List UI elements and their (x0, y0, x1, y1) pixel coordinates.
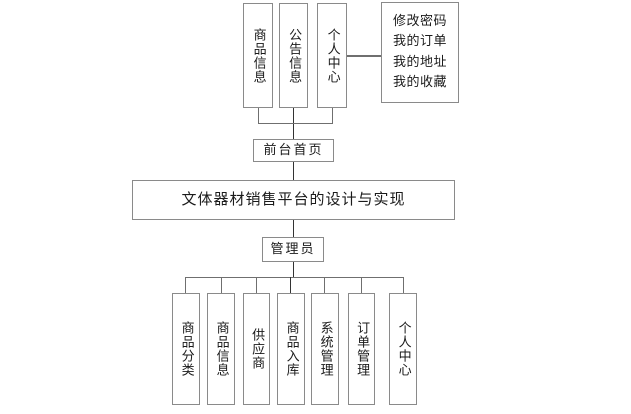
node-label: 前台首页 (263, 142, 324, 158)
connector-title-to-admin (293, 220, 294, 237)
node-front-personal-center[interactable]: 个人中心 (317, 3, 347, 108)
node-admin-system-management[interactable]: 系统管理 (311, 293, 339, 405)
node-label: 商品信息 (213, 321, 229, 377)
connector-stub-admin-child-6 (361, 277, 362, 293)
connector-admin-to-bus (293, 262, 294, 278)
node-front-goods-info[interactable]: 商品信息 (243, 3, 273, 108)
connector-bus-admin-children (185, 277, 403, 278)
node-admin-goods-category[interactable]: 商品分类 (172, 293, 200, 405)
node-label: 供应商 (249, 328, 265, 370)
connector-front-home-to-title (293, 162, 294, 180)
node-label: 修改密码 我的订单 我的地址 我的收藏 (392, 14, 447, 90)
node-label: 公告信息 (286, 27, 302, 84)
node-admin-order-management[interactable]: 订单管理 (348, 293, 375, 405)
node-label: 文体器材销售平台的设计与实现 (181, 190, 406, 209)
connector-stub-admin-child-2 (221, 277, 222, 293)
node-label: 个人中心 (395, 321, 411, 377)
node-label: 商品信息 (250, 27, 266, 84)
node-front-home[interactable]: 前台首页 (253, 139, 334, 162)
node-label: 商品入库 (283, 321, 299, 377)
node-label: 系统管理 (317, 321, 333, 377)
node-label: 管理员 (270, 241, 316, 257)
node-front-announcement-info[interactable]: 公告信息 (279, 3, 308, 108)
connector-stub-announcement-info (293, 108, 294, 140)
connector-stub-admin-child-4 (290, 277, 291, 293)
connector-bus-front-children (258, 123, 333, 124)
node-admin-supplier[interactable]: 供应商 (243, 293, 270, 405)
connector-stub-admin-child-7 (403, 277, 404, 293)
node-admin-goods-info[interactable]: 商品信息 (207, 293, 235, 405)
connector-stub-admin-child-1 (185, 277, 186, 293)
node-admin-goods-inbound[interactable]: 商品入库 (277, 293, 305, 405)
connector-personal-center-to-details (347, 55, 381, 57)
node-label: 商品分类 (178, 321, 194, 377)
node-label: 个人中心 (324, 27, 340, 84)
node-admin[interactable]: 管理员 (262, 237, 324, 262)
node-personal-center-details[interactable]: 修改密码 我的订单 我的地址 我的收藏 (381, 2, 459, 103)
connector-stub-admin-child-5 (324, 277, 325, 293)
node-label: 订单管理 (354, 321, 370, 377)
node-system-title[interactable]: 文体器材销售平台的设计与实现 (132, 180, 455, 220)
node-admin-personal-center[interactable]: 个人中心 (389, 293, 417, 405)
connector-stub-personal-center (332, 108, 333, 124)
connector-stub-goods-info (258, 108, 259, 124)
connector-stub-admin-child-3 (256, 277, 257, 293)
